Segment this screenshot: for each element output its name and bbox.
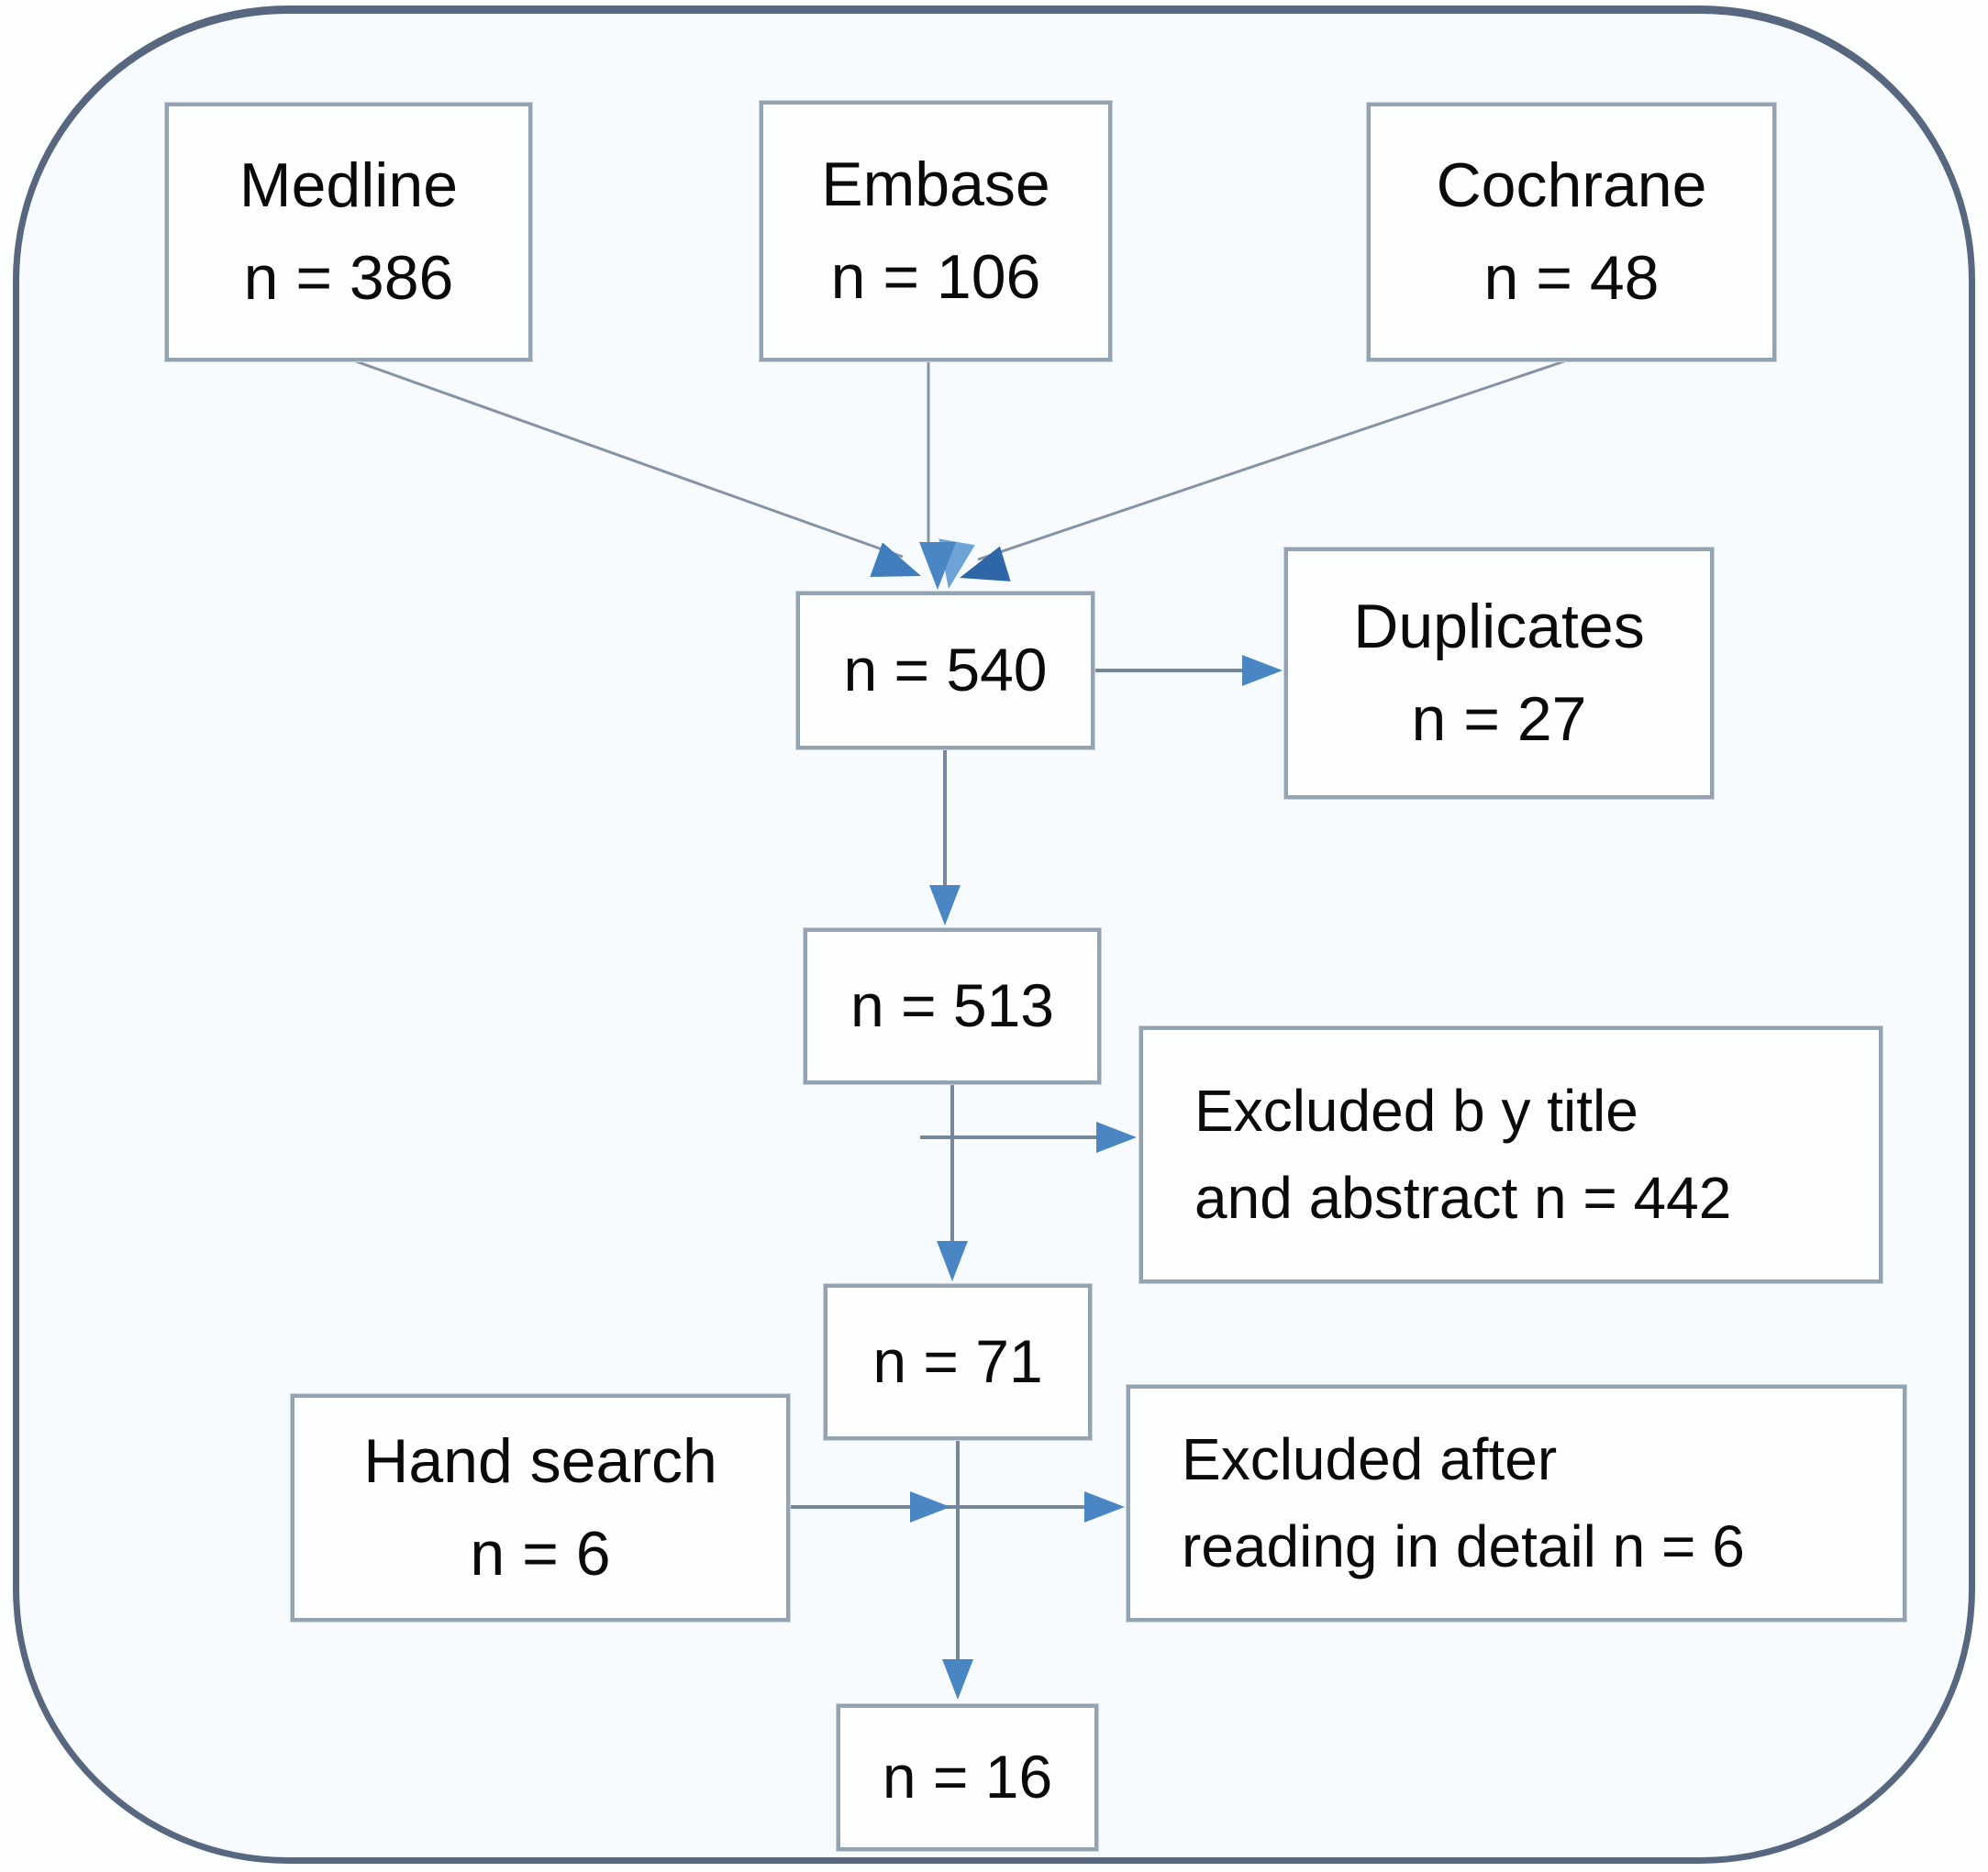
- arrowhead-excluded-title-icon: [1096, 1122, 1137, 1153]
- node-hand-search: Hand search n = 6: [291, 1394, 790, 1622]
- arrowhead-duplicates-icon: [1242, 655, 1283, 686]
- embase-label: Embase: [821, 150, 1050, 220]
- excluded-detail-line1: Excluded after: [1182, 1426, 1558, 1493]
- arrowhead-embase-icon: [919, 542, 956, 590]
- embase-count: n = 106: [830, 242, 1041, 312]
- hand-search-label: Hand search: [363, 1426, 717, 1497]
- node-medline: Medline n = 386: [165, 103, 532, 361]
- included-count: n = 16: [882, 1743, 1053, 1811]
- excluded-title-line1: Excluded b y title: [1194, 1078, 1638, 1145]
- arrow-line-cochrane-to-pool: [977, 360, 1565, 561]
- arrowhead-hand-search-mid-icon: [910, 1491, 950, 1523]
- arrow-line-medline-to-pool: [355, 360, 904, 559]
- duplicates-label: Duplicates: [1353, 592, 1645, 662]
- cochrane-count: n = 48: [1483, 243, 1660, 313]
- arrowhead-excluded-detail-icon: [1084, 1491, 1125, 1523]
- medline-label: Medline: [239, 150, 459, 221]
- arrowhead-medline-icon: [870, 542, 921, 578]
- arrowhead-513-icon: [929, 885, 961, 925]
- node-excluded-by-title: Excluded b y title and abstract n = 442: [1139, 1026, 1882, 1283]
- arrowhead-16-icon: [942, 1659, 973, 1700]
- node-excluded-after-reading: Excluded after reading in detail n = 6: [1127, 1385, 1906, 1622]
- node-after-title-screening: n = 71: [824, 1284, 1092, 1440]
- after-title-count: n = 71: [872, 1327, 1043, 1396]
- pooled-records-count: n = 540: [843, 636, 1048, 704]
- medline-count: n = 386: [243, 243, 454, 313]
- hand-search-count: n = 6: [470, 1519, 611, 1589]
- after-duplicates-count: n = 513: [850, 971, 1055, 1040]
- arrowhead-cochrane-icon: [960, 546, 1011, 582]
- node-after-duplicates: n = 513: [804, 928, 1101, 1084]
- duplicates-count: n = 27: [1411, 684, 1587, 754]
- node-pooled-records: n = 540: [796, 592, 1094, 749]
- node-cochrane: Cochrane n = 48: [1367, 103, 1776, 361]
- cochrane-label: Cochrane: [1436, 150, 1707, 221]
- arrowhead-71-icon: [937, 1241, 968, 1281]
- excluded-detail-line2: reading in detail n = 6: [1182, 1513, 1745, 1579]
- node-included: n = 16: [837, 1704, 1098, 1851]
- node-embase: Embase n = 106: [760, 101, 1112, 361]
- excluded-title-line2: and abstract n = 442: [1194, 1165, 1732, 1231]
- node-duplicates: Duplicates n = 27: [1284, 548, 1714, 799]
